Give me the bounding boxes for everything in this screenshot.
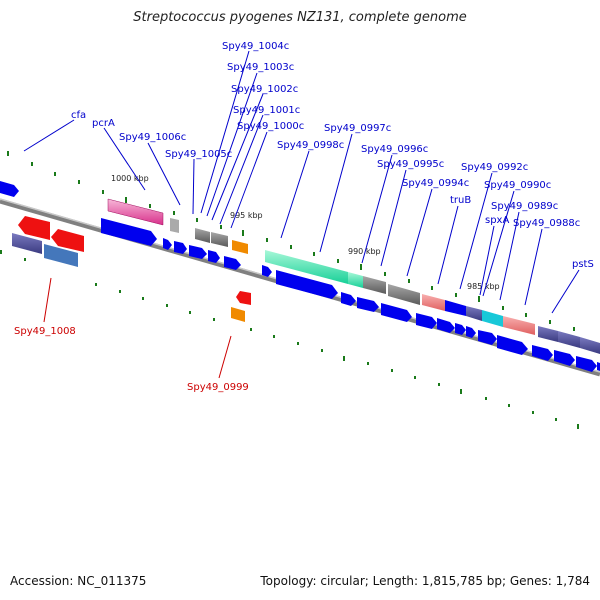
gene-arrow [497,335,528,355]
feature-0989c-top [538,326,558,342]
label-spy49-1006c: Spy49_1006c [119,132,186,143]
feature-0997c-top [348,272,363,288]
gene-arrow [597,362,600,371]
feature-0996c-top [363,276,386,294]
label-spy49-0988c: Spy49_0988c [513,218,580,229]
gene-arrow [276,270,338,299]
feature-track-left [12,216,251,322]
label-pstS: pstS [572,259,594,270]
gene-arrow [416,313,437,329]
feature-0995c-top [388,284,420,305]
feature-track-blue [0,181,600,372]
gene-arrow-red [18,216,50,240]
label-cfa: cfa [71,110,86,121]
feature-1002c-top [211,232,228,247]
gene-arrow [554,350,575,366]
feature-1003c-top [195,228,210,243]
feature-0988c-top [558,331,580,348]
gene-arrow [0,181,19,197]
topology-text: Topology: circular; Length: 1,815,785 bp… [260,574,590,588]
feature-spxA-top [482,310,503,327]
label-spy49-0995c: Spy49_0995c [377,159,444,170]
gene-arrow [208,250,220,263]
gene-arrow [466,326,476,338]
tick-label-995kbp: 995 kbp [230,211,263,220]
feature-pcrA-top [107,198,164,226]
label-spy49-1000c: Spy49_1000c [237,121,304,132]
feature-track-top [107,198,600,354]
label-spy49-0992c: Spy49_0992c [461,162,528,173]
gene-arrow [163,238,172,250]
accession-text: Accession: NC_011375 [10,574,147,588]
label-spy49-1001c: Spy49_1001c [233,105,300,116]
feature-0990c-top [503,316,535,335]
gene-arrow [437,318,455,333]
gene-arrow [174,241,187,254]
feature-0994c-top [422,294,445,311]
leader-lines [23,50,580,314]
gene-arrow-red [236,291,251,305]
feature-0992c-top [466,306,482,321]
leader-lines-reverse [43,277,232,379]
gene-arrow [189,245,207,259]
gene-arrow [262,265,272,277]
feature-1006c-top [170,218,179,233]
map-title: Streptococcus pyogenes NZ131, complete g… [133,10,467,25]
label-spxA: spxA [485,215,509,226]
gene-arrow [532,345,553,361]
label-truB: truB [450,195,471,206]
tick-marks [0,151,579,429]
label-spy49-0994c: Spy49_0994c [402,178,469,189]
gene-arrow [455,323,466,335]
feature-1000c-top [232,240,248,254]
gene-arrow [101,218,157,246]
gene-arrow-red [51,229,84,252]
label-spy49-0997c: Spy49_0997c [324,123,391,134]
label-spy49-1003c: Spy49_1003c [227,62,294,73]
tick-label-990kbp: 990 kbp [348,247,381,256]
label-spy49-1008: Spy49_1008 [14,326,76,337]
label-spy49-0996c: Spy49_0996c [361,144,428,155]
feature-0998c-top [265,250,348,284]
gene-labels: cfa pcrA Spy49_1006c Spy49_1005c Spy49_1… [71,41,594,270]
label-spy49-0999: Spy49_0999 [187,382,249,393]
gene-arrow [478,330,497,345]
feature-pstS-top [580,337,600,354]
label-spy49-0998c: Spy49_0998c [277,140,344,151]
gene-arrow [224,256,241,270]
gene-labels-reverse: Spy49_1008 Spy49_0999 [14,326,249,393]
gene-box-orange [231,307,245,322]
label-spy49-1002c: Spy49_1002c [231,84,298,95]
label-spy49-1004c: Spy49_1004c [222,41,289,52]
tick-label-985kbp: 985 kbp [467,282,500,291]
gene-arrow [357,297,379,312]
gene-arrow [381,303,412,322]
label-spy49-1005c: Spy49_1005c [165,149,232,160]
label-spy49-0990c: Spy49_0990c [484,180,551,191]
gene-box-slate [12,233,42,254]
label-pcrA: pcrA [92,118,115,129]
gene-arrow [341,292,356,306]
gene-box-steel [44,244,78,267]
tick-label-1000kbp: 1000 kbp [111,174,149,183]
label-spy49-0989c: Spy49_0989c [491,201,558,212]
feature-truB-top [445,300,466,316]
gene-arrow [576,356,597,372]
